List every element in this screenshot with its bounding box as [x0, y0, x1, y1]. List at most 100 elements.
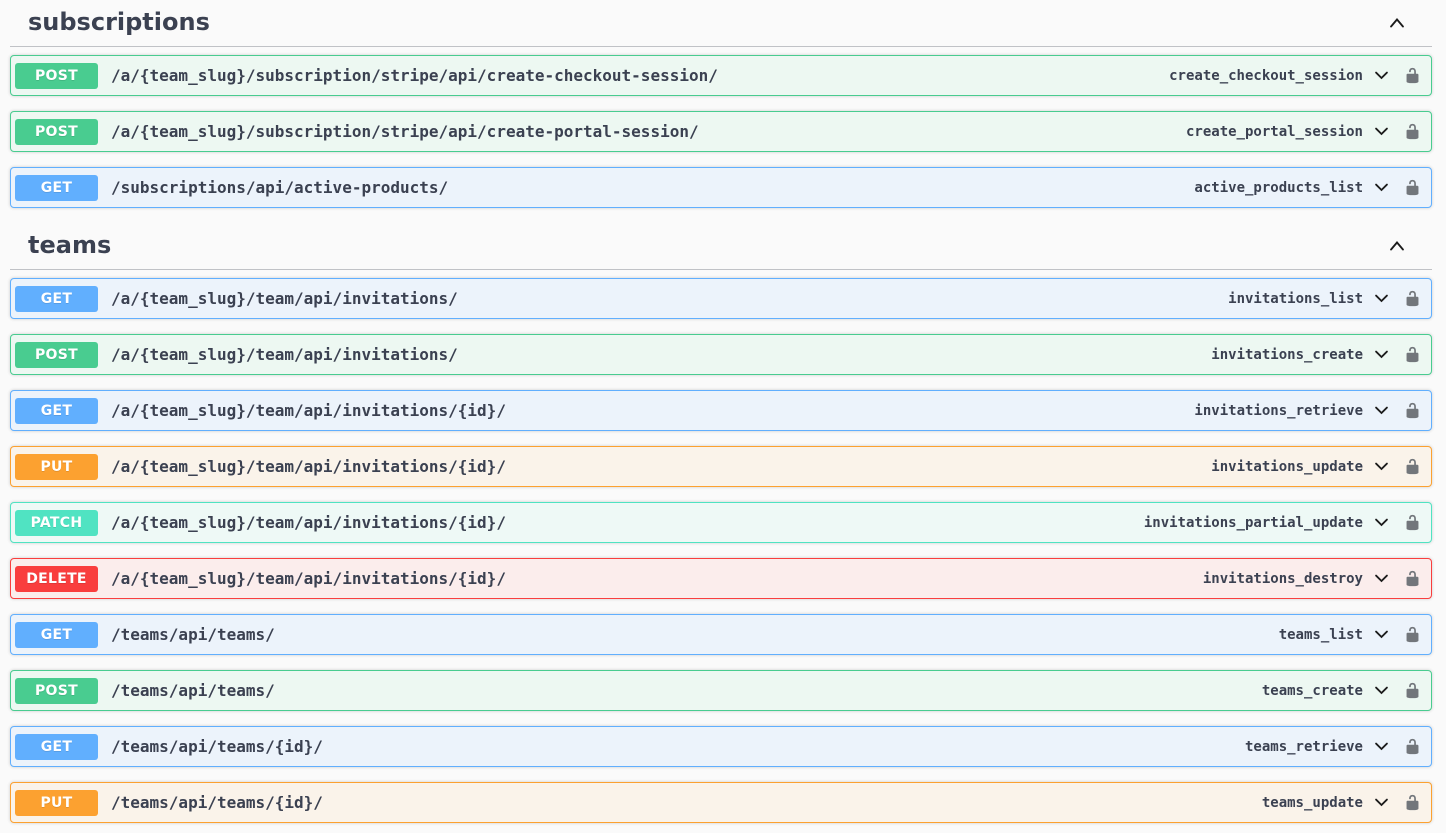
section-rows: GET /a/{team_slug}/team/api/invitations/…: [10, 278, 1432, 823]
operation-id: teams_create: [1262, 683, 1363, 699]
unlocked-padlock-icon: [1404, 66, 1421, 85]
operation-row[interactable]: POST /a/{team_slug}/subscription/stripe/…: [10, 55, 1432, 96]
authorize-button[interactable]: [1403, 121, 1421, 143]
method-badge: PUT: [15, 454, 98, 480]
api-section: subscriptions POST /a/{team_slug}/subscr…: [10, 0, 1432, 208]
endpoint-path: /teams/api/teams/{id}/: [111, 737, 323, 756]
method-badge: GET: [15, 622, 98, 648]
unlocked-padlock-icon: [1404, 625, 1421, 644]
section-title: teams: [28, 231, 111, 260]
operation-row[interactable]: PATCH /a/{team_slug}/team/api/invitation…: [10, 502, 1432, 543]
operation-row[interactable]: GET /a/{team_slug}/team/api/invitations/…: [10, 278, 1432, 319]
method-badge: POST: [15, 342, 98, 368]
authorize-button[interactable]: [1403, 512, 1421, 534]
authorize-button[interactable]: [1403, 65, 1421, 87]
authorize-button[interactable]: [1403, 736, 1421, 758]
method-badge: PATCH: [15, 510, 98, 536]
authorize-button[interactable]: [1403, 177, 1421, 199]
authorize-button[interactable]: [1403, 288, 1421, 310]
method-badge: GET: [15, 286, 98, 312]
unlocked-padlock-icon: [1404, 178, 1421, 197]
endpoint-path: /teams/api/teams/: [111, 681, 275, 700]
endpoint-path: /a/{team_slug}/subscription/stripe/api/c…: [111, 66, 718, 85]
operation-id: active_products_list: [1194, 180, 1363, 196]
operation-id: invitations_create: [1211, 347, 1363, 363]
method-badge: DELETE: [15, 566, 98, 592]
section-header-teams[interactable]: teams: [10, 223, 1432, 270]
operation-id: invitations_list: [1228, 291, 1363, 307]
endpoint-path: /a/{team_slug}/team/api/invitations/{id}…: [111, 569, 506, 588]
chevron-down-icon[interactable]: [1370, 680, 1392, 702]
method-badge: GET: [15, 175, 98, 201]
unlocked-padlock-icon: [1404, 513, 1421, 532]
authorize-button[interactable]: [1403, 456, 1421, 478]
api-section: teams GET /a/{team_slug}/team/api/invita…: [10, 223, 1432, 823]
operation-row[interactable]: GET /a/{team_slug}/team/api/invitations/…: [10, 390, 1432, 431]
operation-id: teams_list: [1279, 627, 1363, 643]
method-badge: GET: [15, 398, 98, 424]
operation-id: invitations_partial_update: [1144, 515, 1363, 531]
endpoint-path: /subscriptions/api/active-products/: [111, 178, 448, 197]
chevron-down-icon[interactable]: [1370, 288, 1392, 310]
method-badge: POST: [15, 678, 98, 704]
operation-row[interactable]: POST /teams/api/teams/ teams_create: [10, 670, 1432, 711]
unlocked-padlock-icon: [1404, 122, 1421, 141]
endpoint-path: /teams/api/teams/: [111, 625, 275, 644]
authorize-button[interactable]: [1403, 624, 1421, 646]
chevron-down-icon[interactable]: [1370, 456, 1392, 478]
chevron-down-icon[interactable]: [1370, 624, 1392, 646]
chevron-up-icon[interactable]: [1386, 12, 1408, 34]
operation-row[interactable]: GET /subscriptions/api/active-products/ …: [10, 167, 1432, 208]
section-title: subscriptions: [28, 8, 210, 37]
operation-id: invitations_retrieve: [1194, 403, 1363, 419]
operation-row[interactable]: GET /teams/api/teams/ teams_list: [10, 614, 1432, 655]
authorize-button[interactable]: [1403, 344, 1421, 366]
unlocked-padlock-icon: [1404, 457, 1421, 476]
chevron-down-icon[interactable]: [1370, 177, 1392, 199]
chevron-up-icon[interactable]: [1386, 235, 1408, 257]
unlocked-padlock-icon: [1404, 401, 1421, 420]
chevron-down-icon[interactable]: [1370, 344, 1392, 366]
unlocked-padlock-icon: [1404, 569, 1421, 588]
operation-row[interactable]: POST /a/{team_slug}/team/api/invitations…: [10, 334, 1432, 375]
operation-id: create_checkout_session: [1169, 68, 1363, 84]
operation-row[interactable]: POST /a/{team_slug}/subscription/stripe/…: [10, 111, 1432, 152]
section-header-subscriptions[interactable]: subscriptions: [10, 0, 1432, 47]
method-badge: POST: [15, 63, 98, 89]
chevron-down-icon[interactable]: [1370, 512, 1392, 534]
operation-id: invitations_destroy: [1203, 571, 1363, 587]
operation-row[interactable]: DELETE /a/{team_slug}/team/api/invitatio…: [10, 558, 1432, 599]
chevron-down-icon[interactable]: [1370, 792, 1392, 814]
operation-row[interactable]: PUT /teams/api/teams/{id}/ teams_update: [10, 782, 1432, 823]
operation-row[interactable]: PUT /a/{team_slug}/team/api/invitations/…: [10, 446, 1432, 487]
chevron-down-icon[interactable]: [1370, 400, 1392, 422]
operation-id: teams_retrieve: [1245, 739, 1363, 755]
chevron-down-icon[interactable]: [1370, 736, 1392, 758]
section-rows: POST /a/{team_slug}/subscription/stripe/…: [10, 55, 1432, 208]
chevron-down-icon[interactable]: [1370, 568, 1392, 590]
unlocked-padlock-icon: [1404, 793, 1421, 812]
endpoint-path: /a/{team_slug}/team/api/invitations/: [111, 289, 458, 308]
authorize-button[interactable]: [1403, 792, 1421, 814]
endpoint-path: /a/{team_slug}/team/api/invitations/{id}…: [111, 457, 506, 476]
method-badge: POST: [15, 119, 98, 145]
authorize-button[interactable]: [1403, 680, 1421, 702]
unlocked-padlock-icon: [1404, 289, 1421, 308]
endpoint-path: /a/{team_slug}/subscription/stripe/api/c…: [111, 122, 699, 141]
unlocked-padlock-icon: [1404, 345, 1421, 364]
endpoint-path: /teams/api/teams/{id}/: [111, 793, 323, 812]
endpoint-path: /a/{team_slug}/team/api/invitations/{id}…: [111, 513, 506, 532]
chevron-down-icon[interactable]: [1370, 65, 1392, 87]
unlocked-padlock-icon: [1404, 737, 1421, 756]
operation-id: teams_update: [1262, 795, 1363, 811]
operation-id: create_portal_session: [1186, 124, 1363, 140]
authorize-button[interactable]: [1403, 400, 1421, 422]
unlocked-padlock-icon: [1404, 681, 1421, 700]
operation-row[interactable]: GET /teams/api/teams/{id}/ teams_retriev…: [10, 726, 1432, 767]
method-badge: GET: [15, 734, 98, 760]
endpoint-path: /a/{team_slug}/team/api/invitations/: [111, 345, 458, 364]
chevron-down-icon[interactable]: [1370, 121, 1392, 143]
operation-id: invitations_update: [1211, 459, 1363, 475]
authorize-button[interactable]: [1403, 568, 1421, 590]
